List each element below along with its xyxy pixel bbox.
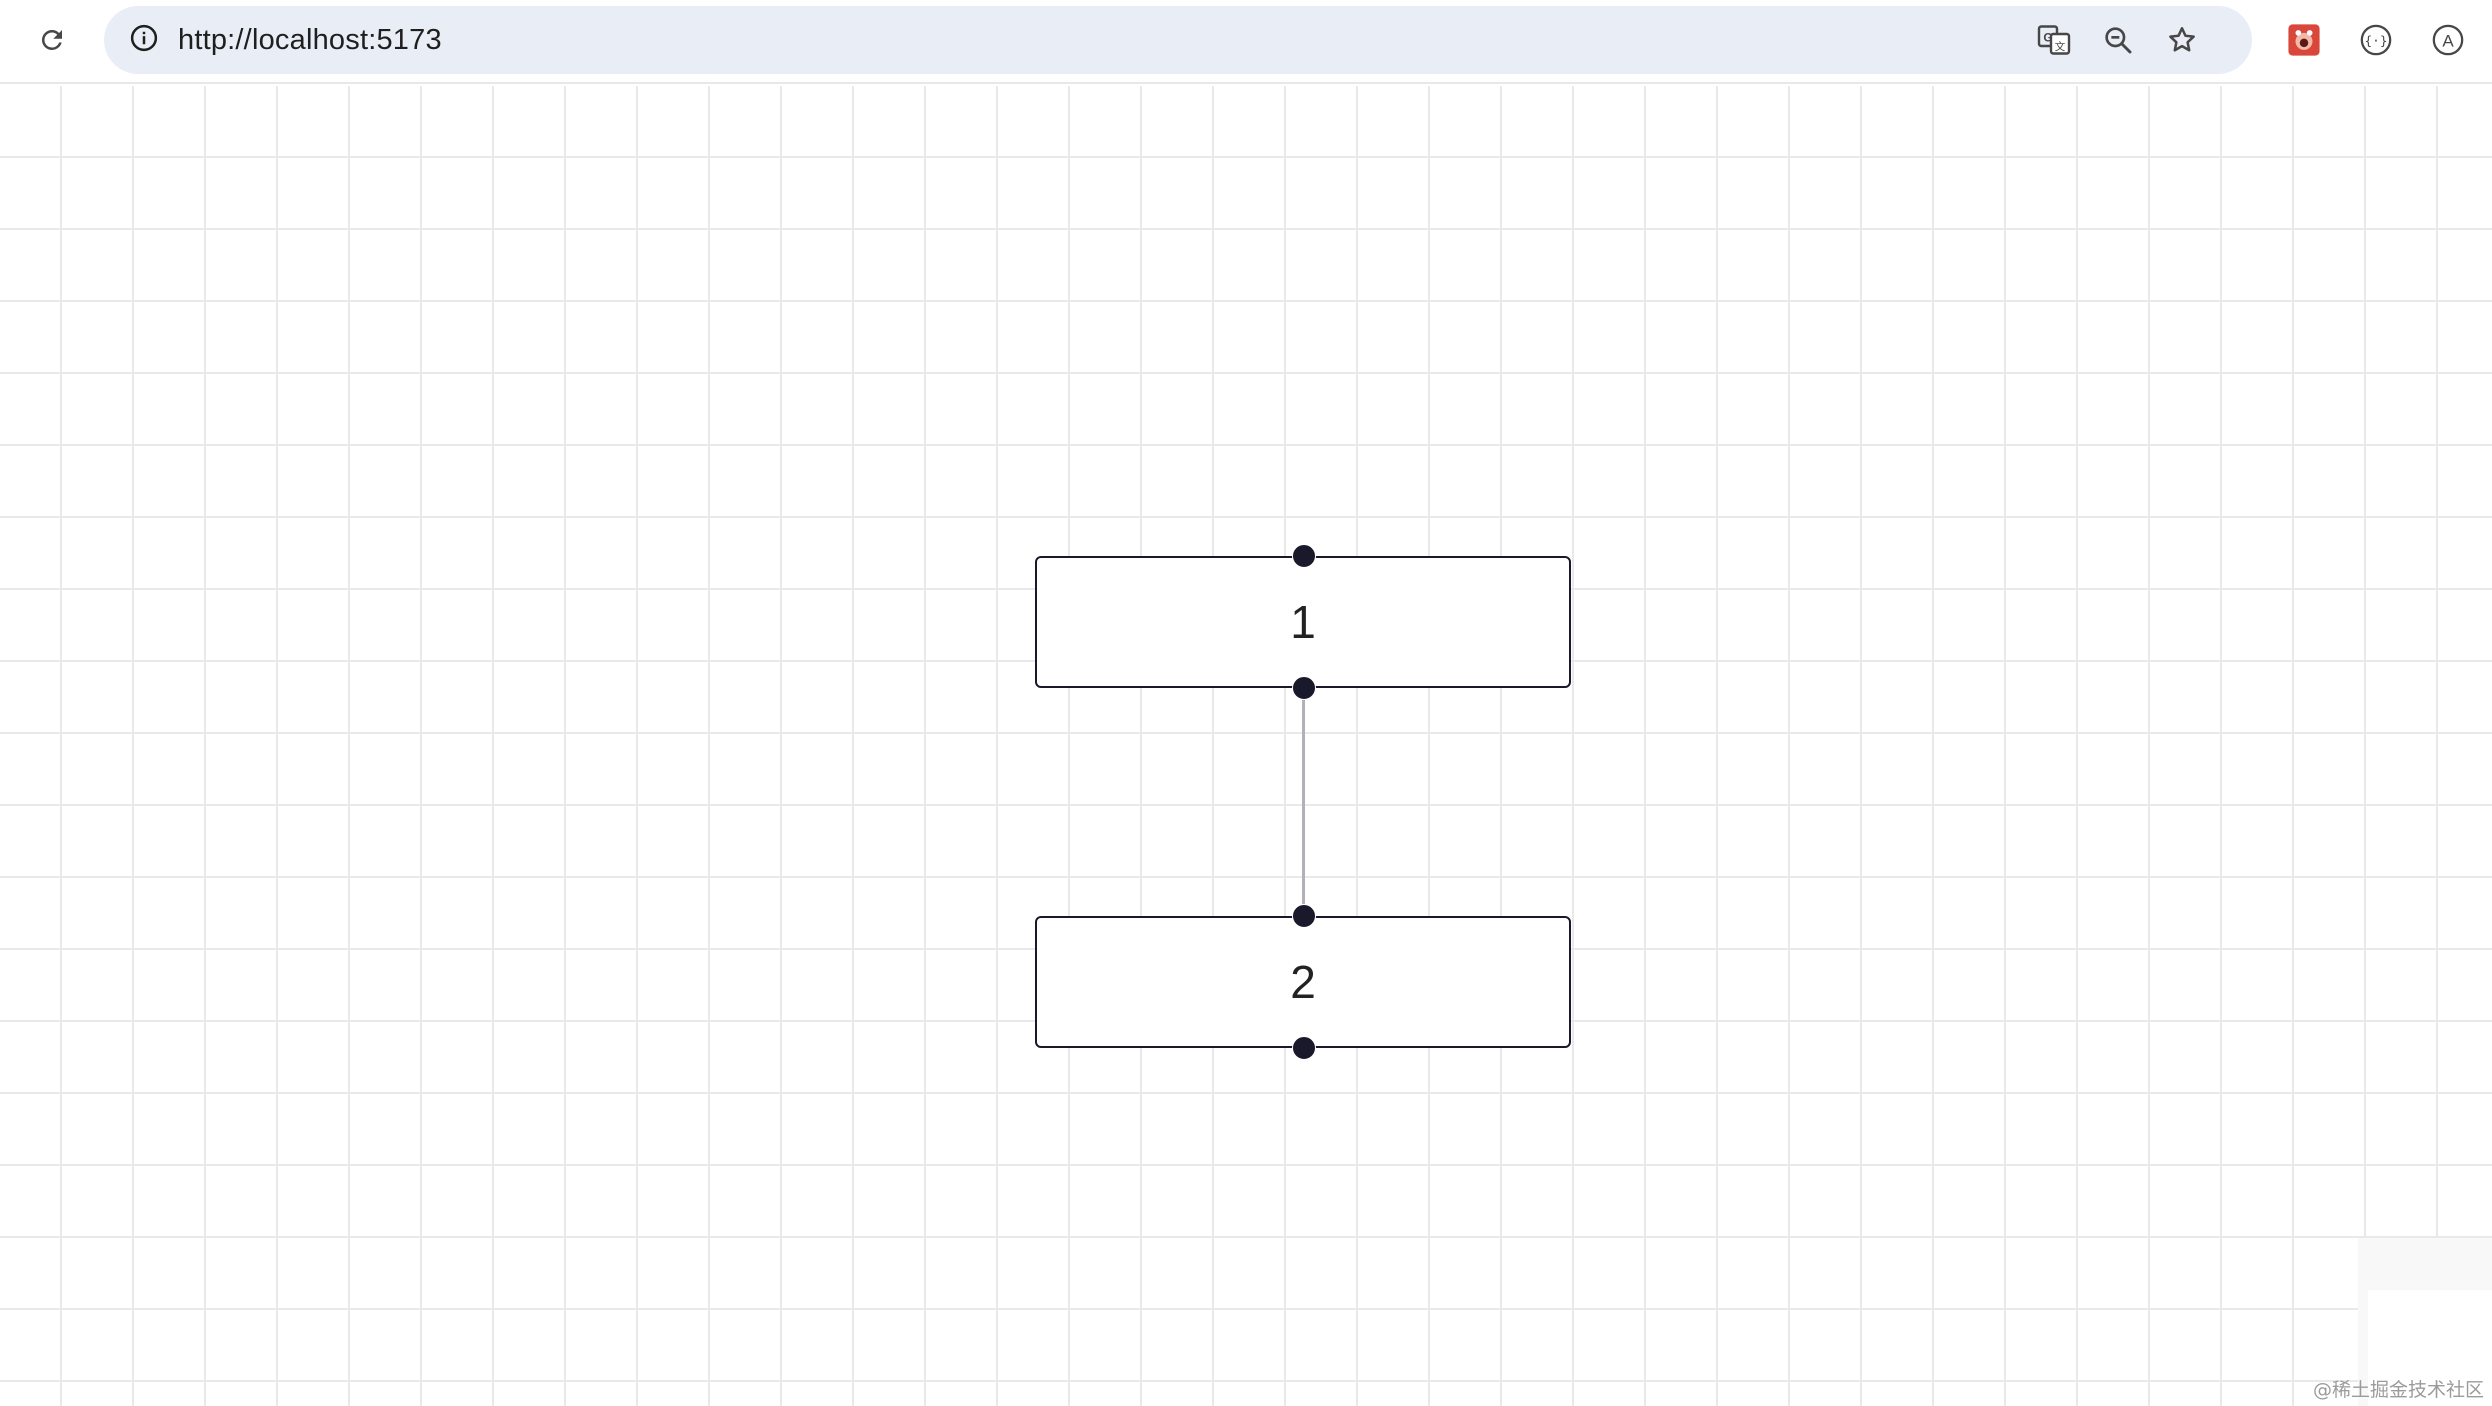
profile-button[interactable]: A xyxy=(2422,14,2474,66)
node-1-source-handle[interactable] xyxy=(1292,676,1316,700)
svg-text:A: A xyxy=(2442,31,2454,50)
browser-toolbar: http://localhost:5173 G 文 xyxy=(0,0,2492,84)
svg-text:文: 文 xyxy=(2055,40,2066,53)
node-2-target-handle[interactable] xyxy=(1292,904,1316,928)
info-icon xyxy=(129,23,159,58)
bookmark-button[interactable] xyxy=(2156,14,2208,66)
account-a-icon: A xyxy=(2431,23,2465,57)
edge-1-2[interactable] xyxy=(1302,690,1305,918)
reload-icon xyxy=(37,25,67,55)
flow-node-1[interactable]: 1 xyxy=(1035,556,1571,688)
translate-icon: G 文 xyxy=(2036,22,2072,58)
node-2-source-handle[interactable] xyxy=(1292,1036,1316,1060)
flow-node-2[interactable]: 2 xyxy=(1035,916,1571,1048)
node-1-target-handle[interactable] xyxy=(1292,544,1316,568)
flow-canvas[interactable]: 1 2 @稀土掘金技术社区 xyxy=(0,86,2492,1406)
node-label: 1 xyxy=(1290,596,1316,648)
star-icon xyxy=(2166,24,2198,56)
watermark: @稀土掘金技术社区 xyxy=(2312,1379,2484,1401)
translate-button[interactable]: G 文 xyxy=(2028,14,2080,66)
address-bar[interactable]: http://localhost:5173 G 文 xyxy=(104,6,2252,74)
extension-button-2[interactable]: {·} xyxy=(2350,14,2402,66)
url-text[interactable]: http://localhost:5173 xyxy=(178,24,442,56)
site-info-button[interactable] xyxy=(118,14,170,66)
extension-button-1[interactable] xyxy=(2278,14,2330,66)
reload-button[interactable] xyxy=(26,14,78,66)
background-grid xyxy=(0,86,2492,1406)
svg-text:{·}: {·} xyxy=(2364,34,2387,49)
svg-text:G: G xyxy=(2043,31,2052,45)
zoom-button[interactable] xyxy=(2092,14,2144,66)
code-braces-extension-icon: {·} xyxy=(2359,23,2393,57)
zoom-out-icon xyxy=(2102,24,2134,56)
minimap-viewport[interactable] xyxy=(2368,1290,2492,1406)
ladybug-extension-icon xyxy=(2287,23,2321,57)
node-label: 2 xyxy=(1290,956,1316,1008)
